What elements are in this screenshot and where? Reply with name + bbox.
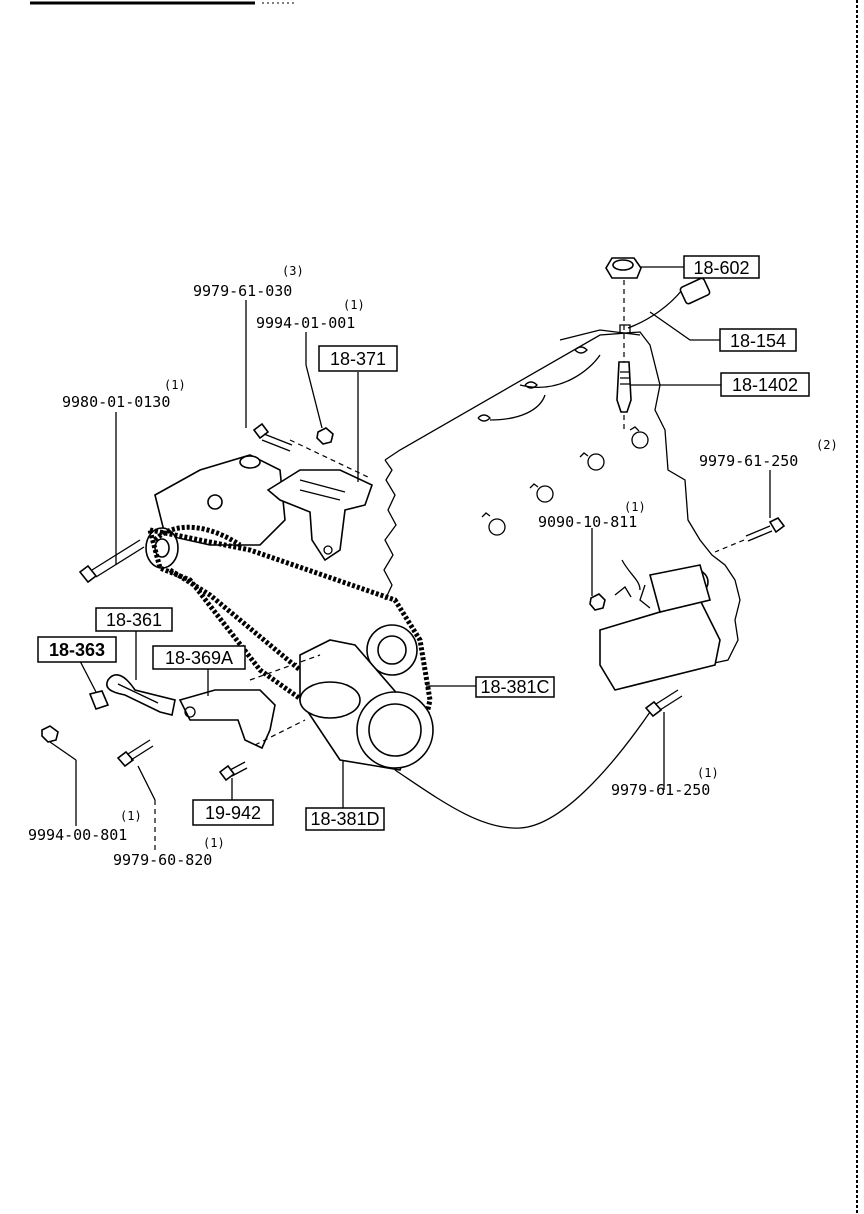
- quantity-label: (2): [816, 438, 838, 452]
- callout-18-381C[interactable]: 18-381C: [475, 676, 555, 698]
- callout-18-381D[interactable]: 18-381D: [305, 807, 385, 831]
- part-number: 9994-00-801: [28, 826, 127, 844]
- bolt-9979-61-250-upper: [714, 516, 786, 553]
- part-9980-01-0130[interactable]: (1) 9980-01-0130: [62, 378, 186, 411]
- bolt-9979-61-030: [252, 422, 293, 452]
- part-9979-60-820[interactable]: (1) 9979-60-820: [113, 836, 225, 869]
- glow-plug-18-1402: [616, 361, 632, 413]
- nut-9090-10-811: [589, 593, 606, 611]
- callout-18-602[interactable]: 18-602: [683, 255, 760, 279]
- callout-label: 19-942: [205, 803, 261, 823]
- glow-plug-assembly: [605, 257, 711, 430]
- callout-18-154[interactable]: 18-154: [719, 328, 797, 352]
- part-9979-61-250-upper[interactable]: (2) 9979-61-250: [699, 438, 838, 470]
- bushing-18-363: [88, 690, 110, 710]
- pulleys: [299, 624, 434, 771]
- callout-19-942[interactable]: 19-942: [192, 799, 274, 826]
- callout-label: 18-363: [49, 640, 105, 660]
- callout-label: 18-381D: [310, 809, 379, 829]
- part-number: 9980-01-0130: [62, 393, 170, 411]
- part-9090-10-811[interactable]: (1) 9090-10-811: [538, 500, 646, 531]
- bracket-18-369A: [178, 689, 276, 750]
- adjust-arm-18-361: [106, 674, 176, 716]
- quantity-label: (1): [697, 766, 719, 780]
- part-number: 9090-10-811: [538, 513, 637, 531]
- callout-label: 18-361: [106, 610, 162, 630]
- callout-18-371[interactable]: 18-371: [318, 345, 398, 372]
- callout-label: 18-371: [330, 349, 386, 369]
- callout-18-369A[interactable]: 18-369A: [152, 645, 246, 670]
- quantity-label: (1): [624, 500, 646, 514]
- quantity-label: (1): [164, 378, 186, 392]
- bolt-9980-01-0130: [78, 539, 145, 584]
- bracket-18-371: [266, 469, 373, 562]
- leader-lines: [49, 266, 771, 850]
- part-9994-01-001[interactable]: (1) 9994-01-001: [256, 298, 365, 332]
- connector-18-154: [679, 277, 711, 305]
- callout-label: 18-1402: [732, 375, 798, 395]
- part-9979-61-030[interactable]: (3) 9979-61-030: [193, 264, 304, 300]
- callout-18-1402[interactable]: 18-1402: [720, 372, 810, 397]
- part-number: 9979-60-820: [113, 851, 212, 869]
- part-number: 9979-61-030: [193, 282, 292, 300]
- alternator: [145, 454, 286, 569]
- part-number: 9979-61-250: [699, 452, 798, 470]
- quantity-label: (3): [282, 264, 304, 278]
- part-number: 9994-01-001: [256, 314, 355, 332]
- bolt-9979-61-250-lower: [644, 689, 683, 718]
- callout-label: 18-154: [730, 331, 786, 351]
- callout-label: 18-602: [693, 258, 749, 278]
- callout-label: 18-369A: [165, 648, 233, 668]
- quantity-label: (1): [120, 809, 142, 823]
- bolt-9979-60-820: [116, 739, 154, 768]
- starter-motor: [589, 559, 721, 691]
- bolt-19-942: [218, 761, 248, 782]
- callout-18-363[interactable]: 18-363: [37, 636, 117, 663]
- part-9979-61-250-lower[interactable]: (1) 9979-61-250: [611, 766, 719, 799]
- nut-9994-00-801: [41, 725, 59, 743]
- quantity-label: (1): [203, 836, 225, 850]
- quantity-label: (1): [343, 298, 365, 312]
- callout-18-361[interactable]: 18-361: [95, 607, 173, 632]
- part-number: 9979-61-250: [611, 781, 710, 799]
- callout-label: 18-381C: [480, 677, 549, 697]
- nut-9994-01-001: [316, 427, 334, 445]
- part-9994-00-801[interactable]: (1) 9994-00-801: [28, 809, 142, 844]
